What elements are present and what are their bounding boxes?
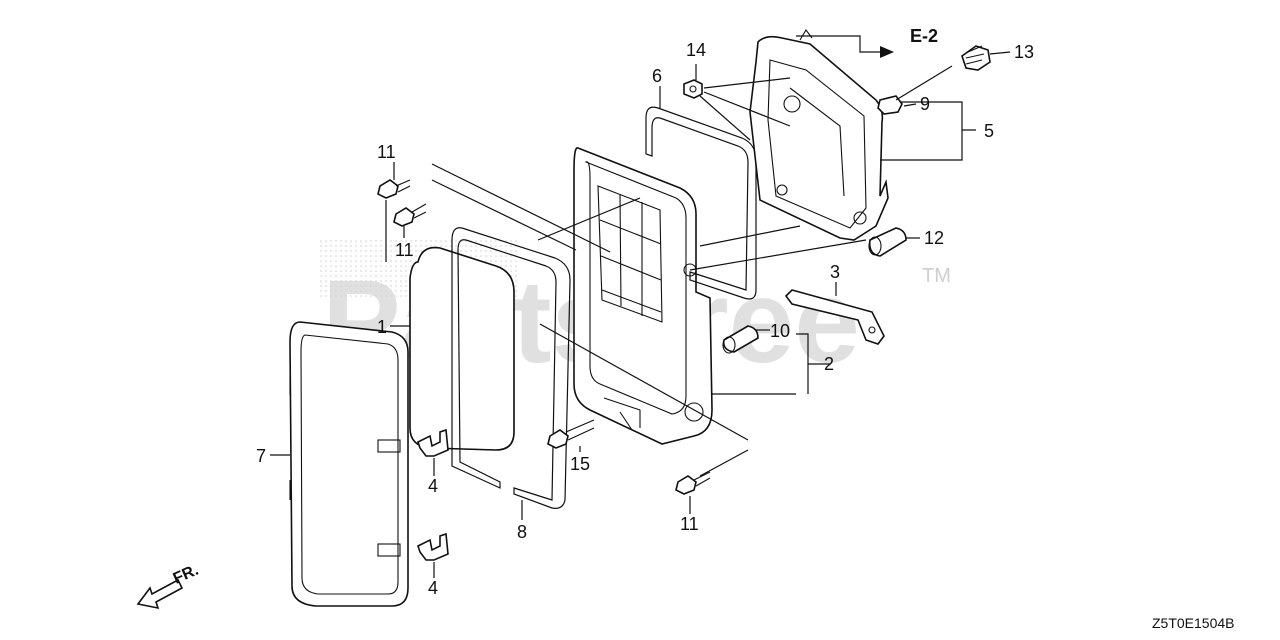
callout-7[interactable]: 7 [256, 446, 266, 466]
reference-label: E-2 [910, 26, 938, 46]
part-11-bolt-lower[interactable] [675, 471, 711, 495]
part-7-air-cleaner-cover[interactable] [289, 321, 409, 607]
callout-11-lower[interactable]: 11 [680, 514, 699, 534]
callout-9[interactable]: 9 [920, 94, 930, 114]
part-1-foam-element[interactable] [409, 246, 515, 451]
callout-11-middle[interactable]: 11 [395, 240, 414, 260]
part-15-bolt[interactable] [547, 419, 595, 449]
part-9-grommet[interactable] [877, 95, 903, 115]
callout-11-upper[interactable]: 11 [377, 142, 396, 162]
part-4-clip-lower[interactable] [417, 532, 449, 561]
leader-lines [270, 35, 1011, 578]
callout-15[interactable]: 15 [570, 454, 590, 474]
part-2-air-cleaner-case[interactable] [573, 147, 713, 445]
callout-6[interactable]: 6 [652, 66, 662, 86]
front-direction-arrow-icon [136, 578, 184, 610]
callout-13[interactable]: 13 [1014, 42, 1034, 62]
callout-5[interactable]: 5 [984, 121, 994, 141]
front-label: FR. [171, 562, 201, 588]
part-4-clip-upper[interactable] [417, 428, 449, 457]
part-11-bolt-upper[interactable] [377, 179, 411, 199]
part-3-bracket[interactable] [784, 289, 885, 345]
part-13-breather-fitting[interactable] [961, 45, 991, 71]
callout-8[interactable]: 8 [517, 522, 527, 542]
diagram-code: Z5T0E1504B [1152, 615, 1235, 631]
callout-14[interactable]: 14 [686, 40, 706, 60]
part-12-collar[interactable] [868, 227, 907, 257]
part-10-collar[interactable] [722, 325, 759, 354]
callout-2[interactable]: 2 [824, 354, 834, 374]
watermark-trademark: TM [922, 265, 951, 287]
part-5-elbow-base[interactable] [749, 29, 889, 241]
part-8-gasket[interactable] [451, 227, 571, 509]
part-11-bolt-middle[interactable] [393, 203, 427, 227]
callout-4-upper[interactable]: 4 [428, 476, 438, 496]
callout-4-lower[interactable]: 4 [428, 578, 438, 598]
callout-12[interactable]: 12 [924, 228, 944, 248]
callout-3[interactable]: 3 [830, 262, 840, 282]
part-14-nut[interactable] [683, 79, 703, 99]
callout-10[interactable]: 10 [770, 321, 790, 341]
callout-1[interactable]: 1 [377, 317, 387, 337]
